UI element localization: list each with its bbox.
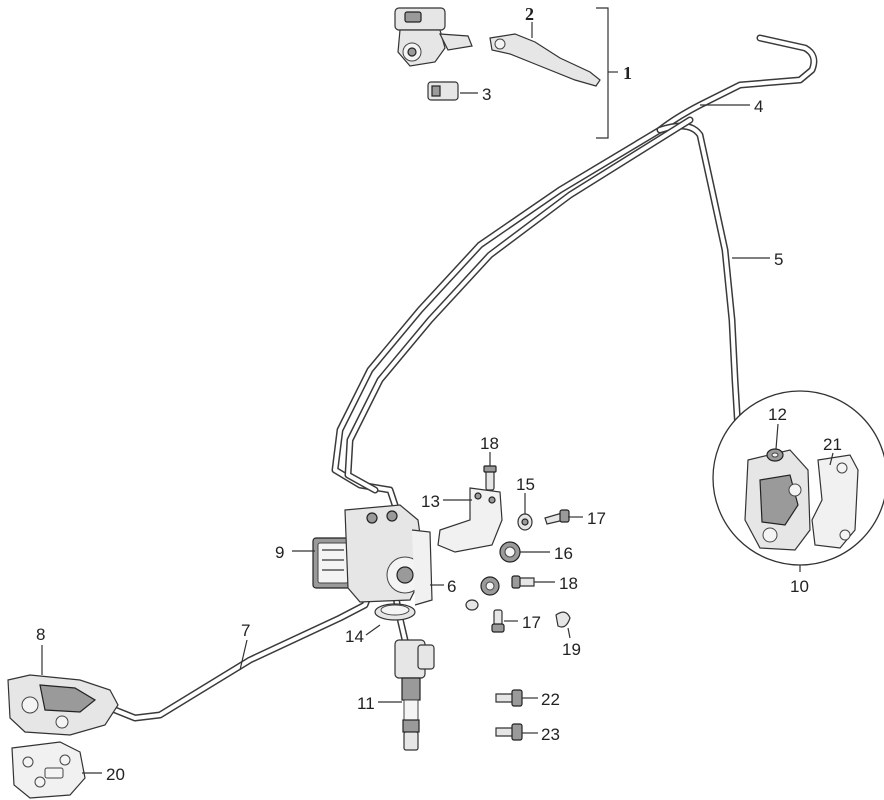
callout-3: 3 <box>482 85 491 104</box>
callout-22: 22 <box>541 690 560 709</box>
callout-12: 12 <box>768 405 787 424</box>
callout-11: 11 <box>357 694 375 713</box>
bolt-18-lower <box>511 575 535 589</box>
callout-1: 1 <box>623 63 632 83</box>
rear-reservoir-cap <box>374 603 416 621</box>
callout-20: 20 <box>106 765 125 784</box>
callout-17-upper: 17 <box>587 509 606 528</box>
brake-hose-4 <box>331 34 818 509</box>
callout-13: 13 <box>421 492 440 511</box>
callout-6: 6 <box>447 577 456 596</box>
callout-15: 15 <box>516 475 535 494</box>
front-caliper-bracket-21 <box>811 454 859 549</box>
callout-14: 14 <box>345 627 364 646</box>
group-bracket-1 <box>596 7 618 139</box>
bolt-17-lower <box>491 609 505 633</box>
callout-23: 23 <box>541 725 560 744</box>
callout-19: 19 <box>562 640 581 659</box>
callout-8: 8 <box>36 625 45 644</box>
brake-hose-4-return <box>344 116 694 494</box>
bolt-22 <box>495 689 523 707</box>
grommet-15 <box>517 513 533 531</box>
bleed-valve-12 <box>766 448 784 462</box>
callout-7: 7 <box>241 621 250 640</box>
rubber-mount-left <box>465 576 500 611</box>
front-brake-lever <box>489 33 601 87</box>
abs-modulator-unit <box>312 504 433 606</box>
damper-16 <box>499 541 521 563</box>
callout-labels: 1 2 3 4 5 6 7 8 9 10 11 12 13 14 15 16 1… <box>36 4 842 784</box>
callout-16: 16 <box>554 544 573 563</box>
callout-18-lower: 18 <box>559 574 578 593</box>
bolt-18-top <box>483 465 497 491</box>
abs-mounting-bracket <box>437 487 503 553</box>
rear-brake-caliper <box>7 674 119 736</box>
front-brake-caliper <box>744 449 811 551</box>
callout-9: 9 <box>275 543 284 562</box>
front-master-cylinder <box>394 7 473 67</box>
clip-19 <box>555 611 571 628</box>
brake-hose-7 <box>111 576 379 722</box>
leader-lines <box>41 22 834 774</box>
rear-caliper-bracket <box>11 741 86 799</box>
callout-4: 4 <box>754 97 763 116</box>
bolt-17-upper <box>544 509 570 525</box>
rear-master-cylinder <box>394 639 435 751</box>
bolt-23 <box>495 723 523 741</box>
callout-18-upper: 18 <box>480 434 499 453</box>
callout-5: 5 <box>774 250 783 269</box>
brake-hoses <box>111 34 818 722</box>
callout-10: 10 <box>790 577 809 596</box>
callout-2: 2 <box>525 4 534 24</box>
callout-17-lower: 17 <box>522 613 541 632</box>
master-cylinder-clamp <box>427 81 459 101</box>
callout-21: 21 <box>823 435 842 454</box>
